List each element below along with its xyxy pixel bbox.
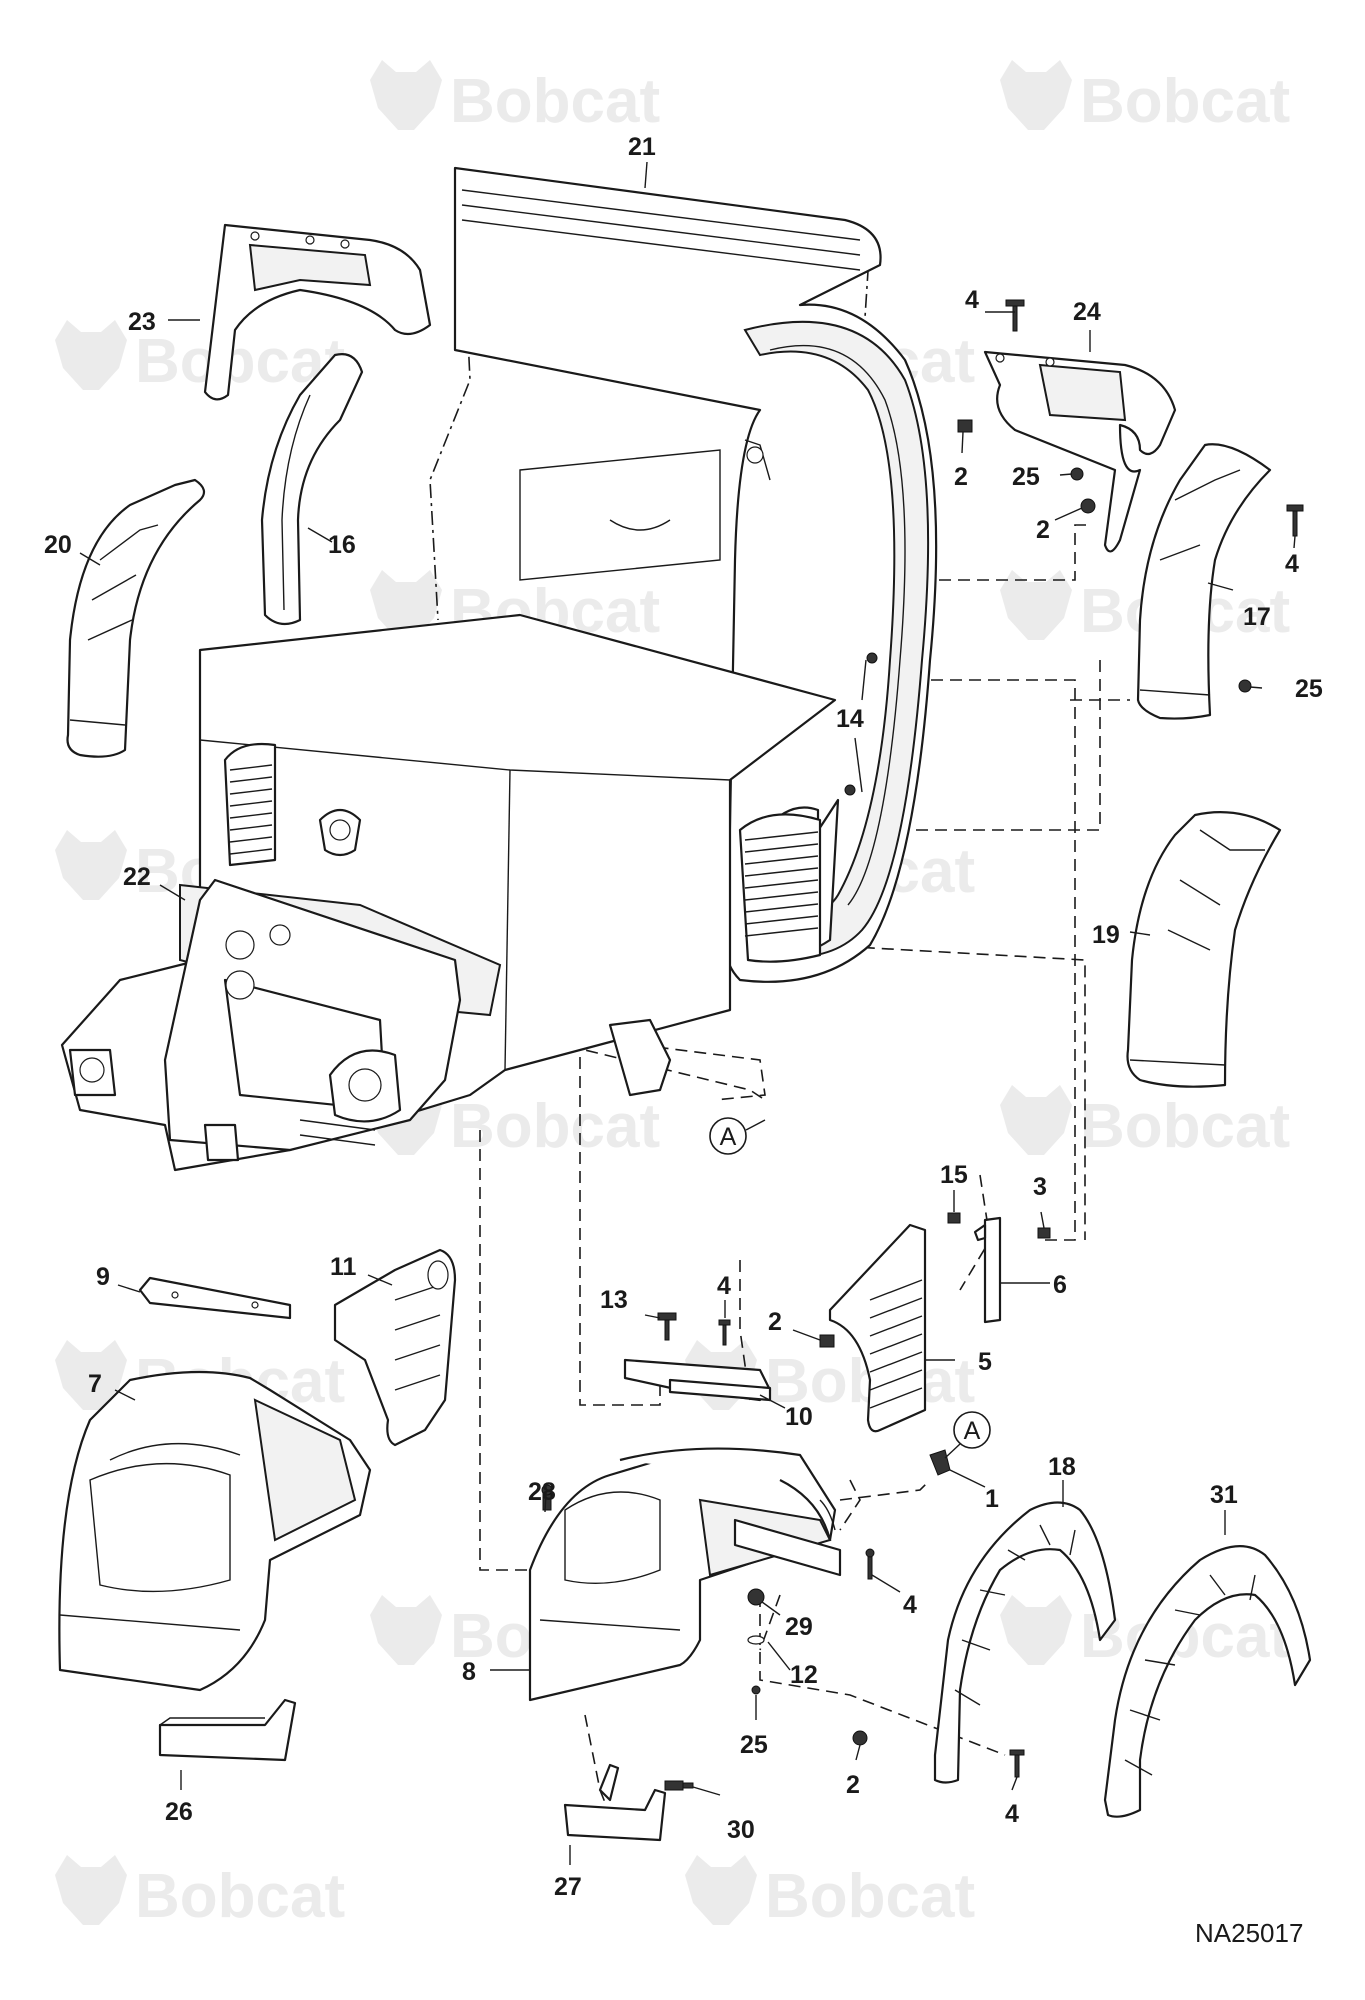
callout-15: 15 [940, 1161, 968, 1189]
callout-10: 10 [785, 1403, 813, 1431]
bobcat-logo-icon [370, 570, 442, 640]
callout-25: 25 [1012, 463, 1040, 491]
bobcat-watermark: Bobcat [685, 1855, 975, 1931]
bobcat-logo-icon [685, 1855, 757, 1925]
callout-3: 3 [1033, 1173, 1047, 1201]
part-27-step [563, 1763, 667, 1842]
frame-left-grille [223, 742, 277, 867]
part-22-lower-frame [60, 613, 837, 1172]
callout-18: 18 [1048, 1453, 1076, 1481]
part-19-rear-fender-panel [1126, 811, 1282, 1088]
bobcat-watermark-text: Bobcat [450, 1092, 660, 1161]
bobcat-watermark-text: Bobcat [765, 1862, 975, 1931]
callout-6: 6 [1053, 1271, 1067, 1299]
bobcat-logo-icon [55, 1855, 127, 1925]
reference-label: A [964, 1417, 981, 1445]
part-23-upper-left-trim [203, 223, 432, 401]
bobcat-watermark: Bobcat [370, 60, 660, 136]
part-8-main-fender [528, 1447, 842, 1702]
callout-20: 20 [44, 531, 72, 559]
bobcat-watermark-text: Bobcat [450, 67, 660, 136]
bobcat-logo-icon [1000, 1595, 1072, 1665]
reference-label: A [720, 1123, 737, 1151]
part-10-bracket [623, 1358, 772, 1402]
part-20-left-fender-panel [66, 478, 206, 758]
callout-31: 31 [1210, 1481, 1238, 1509]
callout-2: 2 [846, 1771, 860, 1799]
part-24-upper-right-trim [983, 350, 1177, 553]
callout-16: 16 [328, 531, 356, 559]
callout-23: 23 [128, 308, 156, 336]
callout-28: 28 [528, 1478, 556, 1506]
callout-4: 4 [717, 1272, 731, 1300]
callout-2: 2 [954, 463, 968, 491]
callout-8: 8 [462, 1658, 476, 1686]
part-26-step-bracket [158, 1698, 297, 1762]
bobcat-watermark: Bobcat [1000, 1085, 1290, 1161]
bobcat-logo-icon [55, 320, 127, 390]
callout-17: 17 [1243, 603, 1271, 631]
callout-12: 12 [790, 1661, 818, 1689]
part-17-right-fender-panel [1136, 443, 1272, 720]
callout-9: 9 [96, 1263, 110, 1291]
callout-27: 27 [554, 1873, 582, 1901]
part-16-trim-strip [260, 353, 364, 626]
callout-4: 4 [1005, 1800, 1019, 1828]
bobcat-watermark-text: Bobcat [135, 1862, 345, 1931]
callout-4: 4 [903, 1591, 917, 1619]
callout-22: 22 [123, 863, 151, 891]
bobcat-logo-icon [370, 60, 442, 130]
drawing-number: NA25017 [1195, 1918, 1303, 1948]
part-31-fender-flare [1103, 1545, 1312, 1818]
bobcat-watermark-text: Bobcat [1080, 1092, 1290, 1161]
bobcat-watermark: Bobcat [55, 1855, 345, 1931]
callout-5: 5 [978, 1348, 992, 1376]
frame-rear-grille [738, 813, 822, 963]
callout-4: 4 [965, 286, 979, 314]
callout-25: 25 [1295, 675, 1323, 703]
bobcat-logo-icon [1000, 570, 1072, 640]
bobcat-watermark-text: Bobcat [1080, 67, 1290, 136]
callout-11: 11 [330, 1253, 357, 1281]
bobcat-watermark: Bobcat [1000, 60, 1290, 136]
callout-2: 2 [768, 1308, 782, 1336]
callout-13: 13 [600, 1286, 628, 1314]
bobcat-logo-icon [55, 1340, 127, 1410]
callout-26: 26 [165, 1798, 193, 1826]
callout-29: 29 [785, 1613, 813, 1641]
callout-1: 1 [985, 1485, 999, 1513]
reference-mark-a-clip: A [944, 1411, 991, 1459]
bobcat-logo-icon [370, 1595, 442, 1665]
reference-mark-a-frame: A [709, 1117, 766, 1155]
callout-14: 14 [836, 705, 864, 733]
callout-21: 21 [628, 133, 656, 161]
part-11-side-duct [333, 1248, 457, 1447]
callout-25: 25 [740, 1731, 768, 1759]
part-5-grille-panel [828, 1223, 927, 1433]
callout-30: 30 [727, 1816, 755, 1844]
part-7-left-fender [58, 1370, 372, 1692]
callout-19: 19 [1092, 921, 1120, 949]
bobcat-logo-icon [55, 830, 127, 900]
bobcat-logo-icon [1000, 1085, 1072, 1155]
callout-24: 24 [1073, 298, 1101, 326]
callout-4: 4 [1285, 550, 1299, 578]
callout-labels: 1 2 2 2 2 25 3 4 4 4 4 4 5 6 7 8 9 10 [44, 133, 1323, 1901]
part-18-fender-flare [933, 1501, 1117, 1784]
callout-2: 2 [1036, 516, 1050, 544]
part-6-strap [973, 1216, 1002, 1324]
part-9-bracket [138, 1276, 292, 1320]
bobcat-watermark: Bobcat [55, 320, 345, 396]
bobcat-logo-icon [1000, 60, 1072, 130]
callout-7: 7 [88, 1370, 102, 1398]
